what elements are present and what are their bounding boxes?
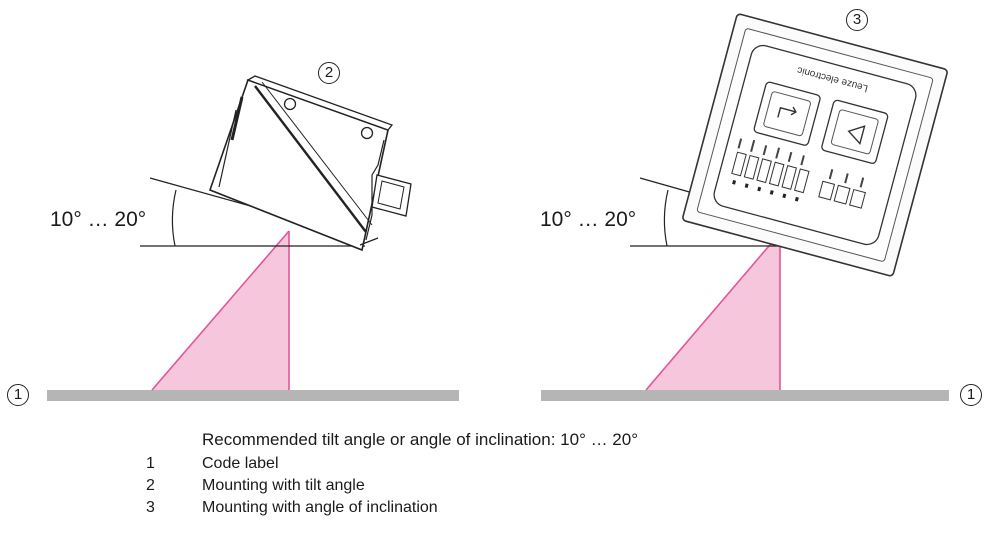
legend-text: Mounting with tilt angle: [202, 477, 365, 494]
code-label-surface-right: [541, 390, 949, 401]
legend-number: 2: [146, 477, 155, 494]
legend-item-1: 1 Code label: [146, 455, 546, 477]
angle-label-left: 10° … 20°: [50, 208, 147, 231]
beam-edge-right: [645, 232, 781, 391]
marker-tilt-mounting: 2: [318, 62, 340, 84]
scanner-device: [208, 75, 412, 252]
control-panel-device: Leuze electronic: [682, 13, 948, 277]
angle-label-right: 10° … 20°: [540, 208, 637, 231]
code-label-surface-left: [47, 390, 459, 401]
legend-text: Code label: [202, 455, 279, 472]
left-diagram: [47, 75, 459, 401]
angle-arc-left: [171, 189, 177, 247]
beam-edge-left: [151, 230, 290, 391]
legend-number: 1: [146, 455, 155, 472]
figure-caption: Recommended tilt angle or angle of incli…: [202, 430, 639, 449]
legend-item-2: 2 Mounting with tilt angle: [146, 477, 546, 499]
marker-inclination-mounting: 3: [846, 9, 868, 31]
legend-number: 3: [146, 499, 155, 516]
right-diagram: Leuze electronic: [541, 13, 949, 401]
angle-arc-right: [663, 189, 669, 247]
legend-text: Mounting with angle of inclination: [202, 499, 438, 516]
legend-item-3: 3 Mounting with angle of inclination: [146, 499, 546, 521]
marker-code-label-left: 1: [7, 384, 29, 406]
marker-code-label-right: 1: [960, 384, 982, 406]
